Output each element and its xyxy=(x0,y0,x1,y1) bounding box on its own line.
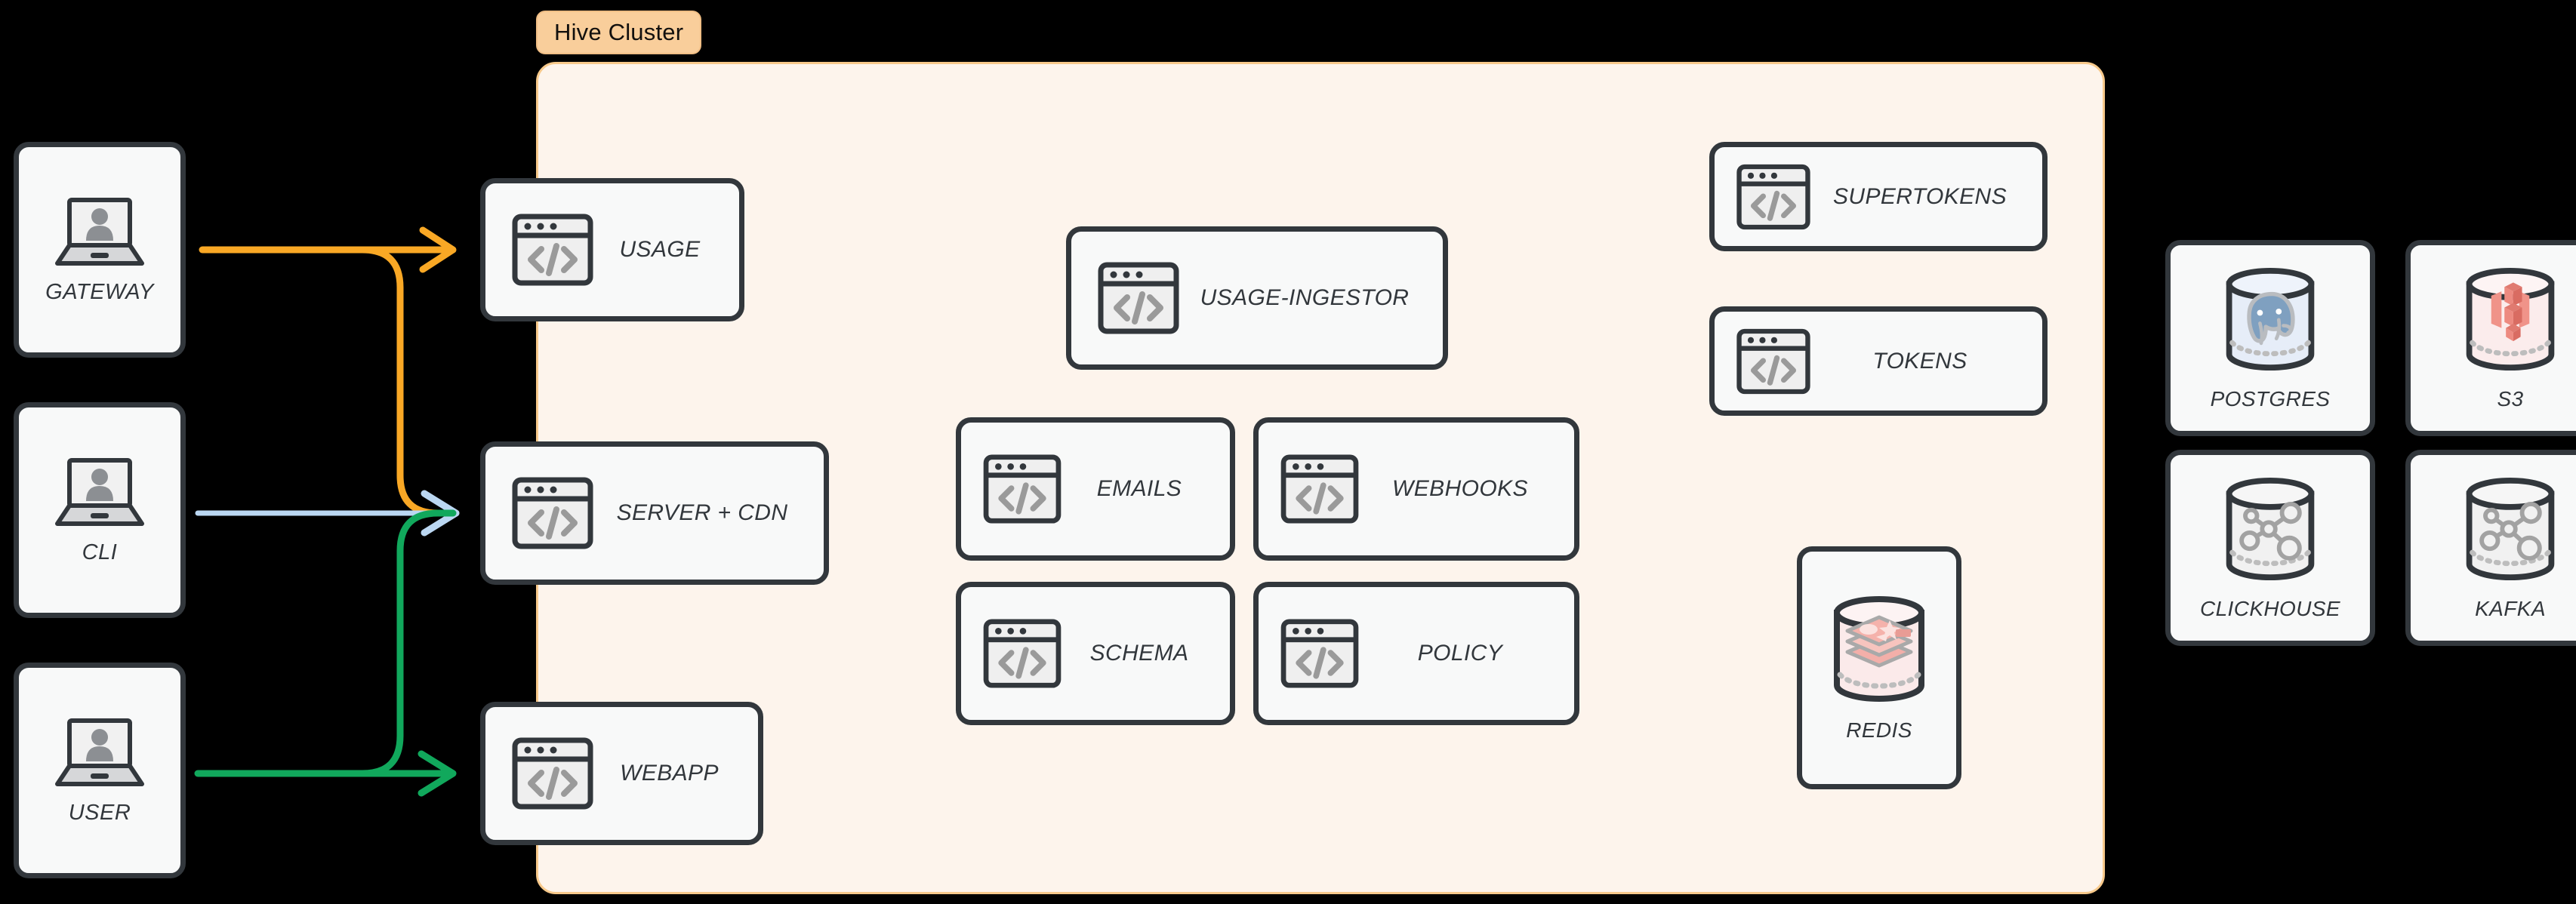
client-card-cli[interactable]: CLI xyxy=(14,402,186,618)
datastore-label: CLICKHOUSE xyxy=(2199,597,2341,620)
client-label: USER xyxy=(68,800,131,825)
wire-gateway-server-cdn xyxy=(359,246,460,517)
service-card-supertokens[interactable]: SUPERTOKENS xyxy=(1709,142,2048,251)
arrowhead-server-cdn xyxy=(421,490,460,537)
service-card-webhooks[interactable]: WEBHOOKS xyxy=(1253,417,1579,561)
datastore-card-postgres[interactable]: POSTGRES xyxy=(2165,240,2375,436)
code-window-icon xyxy=(1280,454,1360,524)
service-card-emails[interactable]: EMAILS xyxy=(956,417,1235,561)
service-card-server-cdn[interactable]: SERVER + CDN xyxy=(480,441,829,585)
service-card-policy[interactable]: POLICY xyxy=(1253,582,1579,725)
client-label: CLI xyxy=(82,540,118,564)
datastore-card-s3[interactable]: S3 xyxy=(2405,240,2576,436)
client-label: GATEWAY xyxy=(45,279,154,304)
laptop-user-icon xyxy=(54,195,145,268)
hive-cluster-badge-label: Hive Cluster xyxy=(554,19,684,45)
database-redis-icon xyxy=(1826,593,1932,705)
service-card-usage[interactable]: USAGE xyxy=(480,178,744,321)
database-nodes-icon xyxy=(2219,475,2322,583)
code-window-icon xyxy=(982,454,1062,524)
service-label: USAGE xyxy=(619,237,701,262)
code-window-icon xyxy=(511,476,594,550)
code-window-icon xyxy=(1097,261,1180,335)
service-label: POLICY xyxy=(1417,641,1503,666)
client-card-gateway[interactable]: GATEWAY xyxy=(14,142,186,358)
service-card-schema[interactable]: SCHEMA xyxy=(956,582,1235,725)
database-s3-icon xyxy=(2459,265,2562,374)
datastore-label: S3 xyxy=(2497,387,2524,410)
datastore-card-redis[interactable]: REDIS xyxy=(1797,546,1961,789)
service-label: TOKENS xyxy=(1872,348,1967,374)
client-card-user[interactable]: USER xyxy=(14,663,186,878)
datastore-card-clickhouse[interactable]: CLICKHOUSE xyxy=(2165,450,2375,646)
service-card-usage-ingestor[interactable]: USAGE-INGESTOR xyxy=(1066,226,1448,370)
code-window-icon xyxy=(1280,618,1360,689)
code-window-icon xyxy=(511,736,594,810)
code-window-icon xyxy=(1736,327,1811,395)
code-window-icon xyxy=(1736,163,1811,231)
datastore-label: KAFKA xyxy=(2475,597,2546,620)
service-label: EMAILS xyxy=(1096,476,1182,501)
datastore-label: REDIS xyxy=(1846,718,1912,742)
code-window-icon xyxy=(511,213,594,287)
arrowhead-usage xyxy=(419,226,457,273)
service-label: WEBAPP xyxy=(620,761,719,786)
service-label: SERVER + CDN xyxy=(616,500,788,525)
service-card-tokens[interactable]: TOKENS xyxy=(1709,306,2048,416)
wire-user-server-cdn xyxy=(359,509,457,777)
hive-cluster-badge: Hive Cluster xyxy=(536,11,702,54)
service-card-webapp[interactable]: WEBAPP xyxy=(480,702,763,845)
laptop-user-icon xyxy=(54,716,145,789)
datastore-card-kafka[interactable]: KAFKA xyxy=(2405,450,2576,646)
code-window-icon xyxy=(982,618,1062,689)
service-label: SCHEMA xyxy=(1089,641,1189,666)
service-label: USAGE-INGESTOR xyxy=(1200,285,1410,310)
laptop-user-icon xyxy=(54,456,145,528)
service-label: SUPERTOKENS xyxy=(1832,183,2007,209)
arrowhead-webapp xyxy=(418,750,457,797)
service-label: WEBHOOKS xyxy=(1392,476,1528,501)
database-nodes-icon xyxy=(2459,475,2562,583)
database-postgres-icon xyxy=(2219,265,2322,374)
datastore-label: POSTGRES xyxy=(2210,387,2331,410)
